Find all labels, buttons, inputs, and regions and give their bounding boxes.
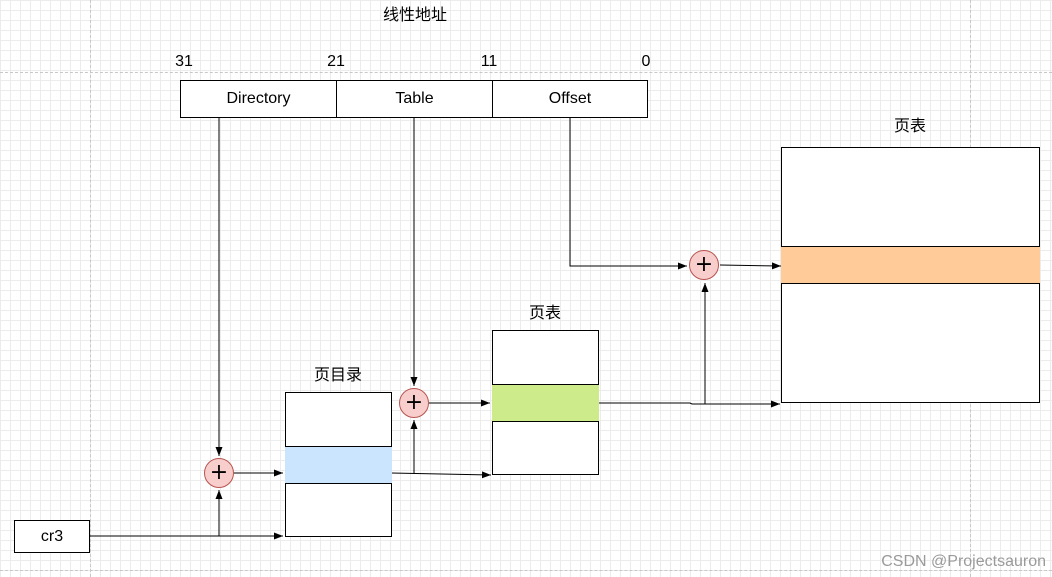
bit-label-0: 0 (641, 53, 651, 70)
page-table-label: 页表 (528, 305, 562, 322)
offset-field: Offset (492, 80, 648, 118)
adder-table: + (399, 388, 429, 418)
guide-line-left (90, 0, 91, 577)
table-field: Table (336, 80, 493, 118)
watermark: CSDN @Projectsauron (881, 553, 1046, 570)
arrow-offset-to-adder (569, 117, 687, 270)
cr3-register: cr3 (14, 520, 90, 553)
bit-label-21: 21 (327, 53, 345, 70)
bit-label-31: 31 (175, 53, 193, 70)
page-directory-box (285, 392, 392, 537)
page-directory-entry (285, 446, 392, 484)
arrow-directory-entry-to-table (390, 471, 492, 479)
adder-offset: + (689, 250, 719, 280)
bit-label-11: 11 (480, 53, 498, 70)
page-entry (781, 246, 1040, 284)
page-table-entry (492, 384, 599, 422)
guide-line-bottom (0, 570, 1052, 571)
page-box (781, 147, 1040, 403)
page-table-box (492, 330, 599, 475)
page-label: 页表 (893, 118, 927, 135)
guide-line-top (0, 72, 1052, 73)
arrow-adder-to-page (719, 262, 782, 270)
page-directory-label: 页目录 (313, 367, 363, 384)
diagram-title: 线性地址 (382, 7, 448, 24)
adder-directory: + (204, 458, 234, 488)
directory-field: Directory (180, 80, 337, 118)
arrow-table-entry-to-page (599, 400, 780, 408)
